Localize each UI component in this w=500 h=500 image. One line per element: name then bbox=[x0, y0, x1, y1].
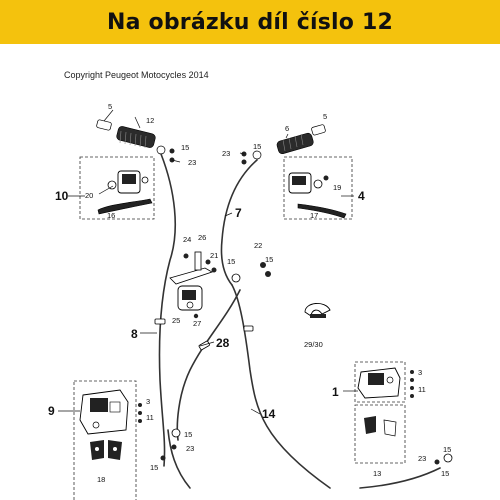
left-lever-group-box bbox=[79, 156, 155, 220]
callout-16: 16 bbox=[107, 211, 115, 220]
callout-4: 4 bbox=[358, 189, 365, 203]
callout-11-rear: 11 bbox=[146, 413, 154, 422]
callout-9: 9 bbox=[48, 404, 55, 418]
callout-23-low-left: 23 bbox=[186, 444, 194, 453]
left-master-cylinder bbox=[107, 170, 149, 194]
right-cable-fitting bbox=[252, 150, 262, 160]
callout-14: 14 bbox=[262, 407, 276, 421]
left-brake-lever bbox=[97, 198, 153, 215]
callout-15-top-left: 15 bbox=[181, 143, 189, 152]
right-brake-lever bbox=[297, 203, 347, 219]
callout-5-left: 5 bbox=[108, 102, 112, 111]
callout-3-front: 3 bbox=[418, 368, 422, 377]
callout-7: 7 bbox=[235, 206, 242, 220]
callout-13: 13 bbox=[373, 469, 381, 478]
hose-clip-29-30 bbox=[304, 303, 331, 318]
callout-25: 25 bbox=[172, 316, 180, 325]
callout-21: 21 bbox=[210, 251, 218, 260]
callout-labels: 12 5 15 23 10 20 16 6 5 23 15 19 4 17 7 … bbox=[48, 102, 451, 484]
callout-19: 19 bbox=[333, 183, 341, 192]
callout-15-low-right-b: 15 bbox=[441, 469, 449, 478]
hose-lower-left bbox=[167, 429, 191, 489]
left-throttle-fitting bbox=[156, 145, 166, 155]
rear-brake-caliper bbox=[79, 389, 129, 435]
hose-splitter-bracket bbox=[169, 251, 271, 285]
callout-18: 18 bbox=[97, 475, 105, 484]
callout-29-30: 29/30 bbox=[304, 340, 323, 349]
proportioning-valve bbox=[177, 285, 203, 319]
callout-24: 24 bbox=[183, 235, 191, 244]
rear-brake-pads bbox=[90, 440, 122, 460]
brake-hose-8 bbox=[158, 153, 177, 467]
right-bar-end-weight bbox=[311, 124, 326, 136]
callout-8: 8 bbox=[131, 327, 138, 341]
left-bar-end-weight bbox=[96, 119, 112, 131]
callout-15-mid-a: 15 bbox=[227, 257, 235, 266]
brake-hose-14 bbox=[231, 284, 331, 489]
callout-22: 22 bbox=[254, 241, 262, 250]
rear-caliper-bolts bbox=[138, 403, 142, 423]
callout-10: 10 bbox=[55, 189, 69, 203]
copyright-notice: Copyright Peugeot Motocycles 2014 bbox=[64, 70, 209, 80]
callout-15-low-right-a: 15 bbox=[443, 445, 451, 454]
callout-23-top-right: 23 bbox=[222, 149, 230, 158]
callout-15-low-left-b: 15 bbox=[150, 463, 158, 472]
front-caliper-bolts bbox=[410, 370, 414, 398]
callout-15-mid-b: 15 bbox=[265, 255, 273, 264]
leader-lines bbox=[58, 109, 358, 415]
callout-23-low-right: 23 bbox=[418, 454, 426, 463]
brake-pad-group-box bbox=[354, 404, 406, 464]
left-handlebar-grip bbox=[116, 126, 156, 149]
brake-hose-7 bbox=[220, 159, 258, 286]
front-brake-pads bbox=[364, 416, 397, 437]
callout-3-rear: 3 bbox=[146, 397, 150, 406]
rear-caliper-group-box bbox=[73, 380, 137, 500]
front-caliper-group-box bbox=[354, 361, 406, 403]
right-master-cylinder bbox=[288, 172, 329, 194]
callout-6: 6 bbox=[285, 124, 289, 133]
callout-5-right: 5 bbox=[323, 112, 327, 121]
callout-15-low-left-a: 15 bbox=[184, 430, 192, 439]
banjo-bolts-top bbox=[169, 148, 247, 165]
hose-lower-right bbox=[359, 467, 441, 489]
lower-banjo-fittings bbox=[160, 428, 453, 465]
callout-28: 28 bbox=[216, 336, 230, 350]
callout-15-top-right: 15 bbox=[253, 142, 261, 151]
title-banner: Na obrázku díl číslo 12 bbox=[0, 0, 500, 44]
callout-26: 26 bbox=[198, 233, 206, 242]
callout-27: 27 bbox=[193, 319, 201, 328]
callout-12: 12 bbox=[146, 116, 154, 125]
callout-11-front: 11 bbox=[418, 385, 426, 394]
hose-clamps bbox=[154, 318, 254, 351]
brake-hose-28 bbox=[176, 289, 241, 441]
callout-1: 1 bbox=[332, 385, 339, 399]
banner-title: Na obrázku díl číslo 12 bbox=[107, 9, 393, 35]
callout-20: 20 bbox=[85, 191, 93, 200]
callout-23-top-left: 23 bbox=[188, 158, 196, 167]
callout-17: 17 bbox=[310, 211, 318, 220]
right-handlebar-grip bbox=[276, 132, 314, 155]
front-brake-caliper bbox=[357, 367, 401, 399]
